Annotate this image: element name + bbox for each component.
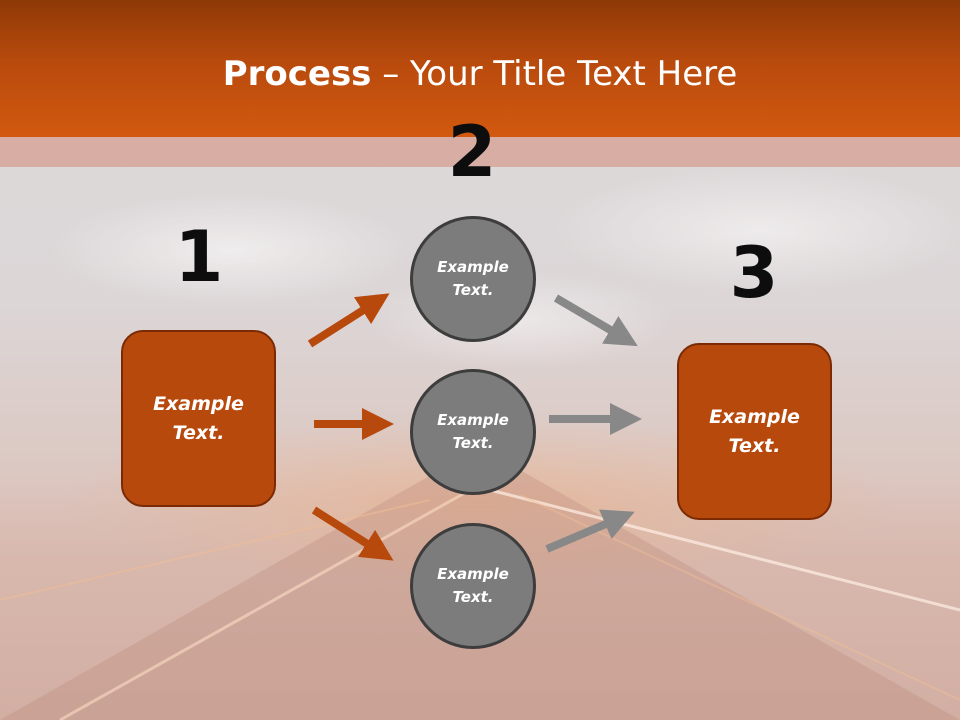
step-2-circle-middle: Example Text. [410, 369, 536, 495]
step-3-number: 3 [729, 232, 779, 314]
title-bar-band [0, 137, 960, 167]
title-rest: – Your Title Text Here [371, 54, 738, 94]
step-1-text: Example Text. [153, 392, 244, 444]
step-1-number: 1 [174, 216, 224, 298]
step-3-text: Example Text. [709, 405, 800, 457]
arrow-up-right-orange [307, 293, 390, 348]
title-bold: Process [222, 54, 372, 94]
arrow-down-right-orange [311, 506, 394, 561]
step-1-box: Example Text. [121, 330, 276, 507]
slide-title: Process – Your Title Text Here [0, 54, 960, 94]
step-2-number: 2 [447, 111, 497, 193]
step-2-circle-middle-text: Example Text. [437, 411, 509, 452]
step-2-circle-top-text: Example Text. [437, 258, 509, 299]
step-2-circle-top: Example Text. [410, 216, 536, 342]
title-bar [0, 0, 960, 137]
step-2-circle-bottom-text: Example Text. [437, 565, 509, 606]
arrow-up-right-gray [545, 509, 635, 553]
arrow-down-right-gray [553, 294, 638, 347]
step-3-box: Example Text. [677, 343, 832, 520]
step-2-circle-bottom: Example Text. [410, 523, 536, 649]
